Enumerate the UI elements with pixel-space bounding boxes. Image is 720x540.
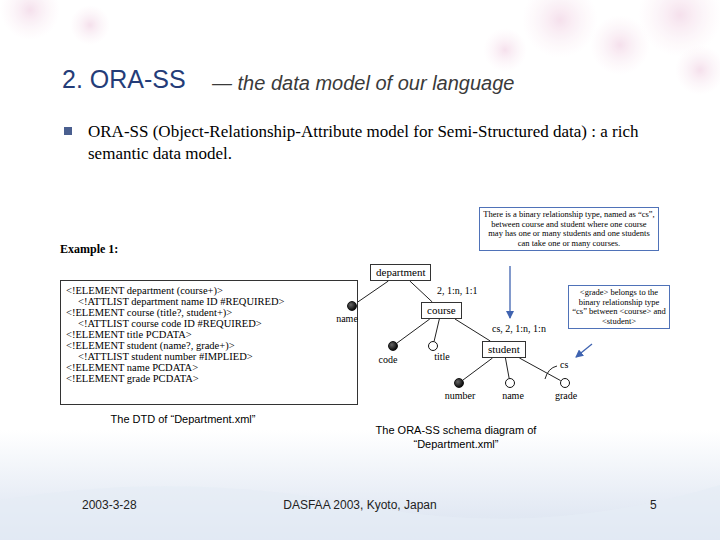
relationship-line bbox=[519, 358, 560, 381]
relationship-line bbox=[397, 319, 430, 343]
attribute-name: title bbox=[434, 351, 450, 362]
dtd-line: <!ELEMENT title PCDATA> bbox=[66, 329, 352, 340]
bottom-wave bbox=[0, 485, 720, 540]
note-callout: There is a binary relationship type, nam… bbox=[479, 207, 659, 251]
figure-caption: The DTD of “Department.xml” bbox=[60, 413, 306, 426]
attribute-name: name bbox=[502, 390, 524, 401]
dtd-line: <!ATTLIST student number #IMPLIED> bbox=[66, 351, 352, 362]
bottom-band bbox=[0, 430, 720, 540]
relationship-line bbox=[410, 281, 432, 302]
relationship-line bbox=[505, 358, 509, 378]
footer-date: 2003-3-28 bbox=[82, 498, 137, 512]
dtd-line: <!ATTLIST course code ID #REQUIRED> bbox=[66, 318, 352, 329]
bullet-mark bbox=[64, 127, 72, 135]
page-number: 5 bbox=[650, 498, 657, 512]
relationship-line bbox=[463, 358, 492, 380]
callout-leader bbox=[576, 344, 592, 357]
example-heading: Example 1: bbox=[60, 242, 118, 256]
attribute-name: name bbox=[336, 313, 358, 324]
attribute-circle: name bbox=[505, 378, 515, 388]
class-name: student bbox=[488, 343, 520, 356]
attribute-name: number bbox=[445, 390, 476, 401]
relationship-line bbox=[434, 319, 439, 341]
note-callout: <grade> belongs to the binary relationsh… bbox=[568, 285, 670, 329]
relationship-name: cs bbox=[560, 359, 568, 370]
object-class-box: student bbox=[482, 341, 526, 358]
object-class-box: department bbox=[370, 264, 431, 281]
relationship-line bbox=[455, 319, 490, 341]
figure-caption: The ORA-SS schema diagram of “Department… bbox=[366, 423, 546, 451]
dtd-box: <!ELEMENT department (course+)><!ATTLIST… bbox=[60, 280, 358, 405]
dtd-line: <!ELEMENT name PCDATA> bbox=[66, 362, 352, 373]
dtd-line: <!ELEMENT student (name?, grade+)> bbox=[66, 340, 352, 351]
dtd-line: <!ELEMENT course (title?, student+)> bbox=[66, 307, 352, 318]
footer-venue: DASFAA 2003, Kyoto, Japan bbox=[240, 498, 480, 512]
note-text: <grade> belongs to the binary relationsh… bbox=[572, 288, 666, 326]
class-name: course bbox=[427, 304, 456, 317]
attribute-circle: grade bbox=[560, 378, 570, 388]
object-class-box: course bbox=[421, 302, 462, 319]
relationship-label: 2, 1:n, 1:1 bbox=[436, 285, 479, 296]
relationship-line bbox=[356, 281, 388, 303]
slide-title: 2. ORA-SS bbox=[62, 64, 186, 94]
attribute-circle: title bbox=[428, 341, 438, 351]
dtd-line: <!ELEMENT grade PCDATA> bbox=[66, 373, 352, 384]
key-attribute-circle: number bbox=[454, 378, 464, 388]
attribute-name: code bbox=[379, 354, 398, 365]
relationship-label: cs, 2, 1:n, 1:n bbox=[491, 323, 547, 334]
key-attribute-circle: code bbox=[388, 341, 398, 351]
subtitle: — the data model of our language bbox=[212, 70, 514, 96]
bullet-text: ORA-SS (Object-Relationship-Attribute mo… bbox=[88, 121, 644, 165]
class-name: department bbox=[376, 266, 425, 279]
key-attribute-circle: name bbox=[347, 301, 357, 311]
dtd-line: <!ELEMENT department (course+)> bbox=[66, 285, 352, 296]
blossoms bbox=[0, 0, 720, 95]
attribute-name: grade bbox=[555, 390, 577, 401]
note-text: There is a binary relationship type, nam… bbox=[483, 210, 655, 248]
callout-leader bbox=[509, 266, 510, 318]
dtd-line: <!ATTLIST department name ID #REQUIRED> bbox=[66, 296, 352, 307]
